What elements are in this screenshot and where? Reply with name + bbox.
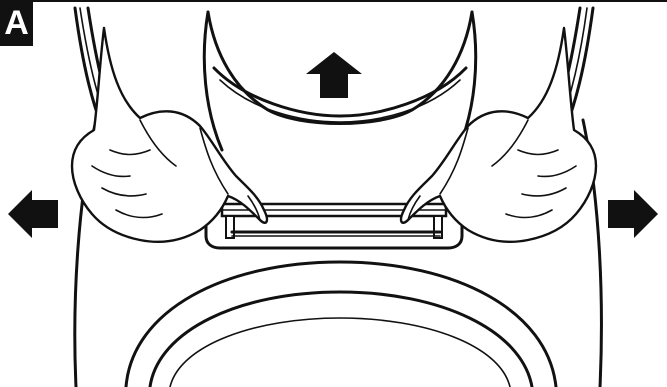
toilet-bowl [73,118,603,387]
arrow-right-icon [608,190,658,238]
toilet-seat [202,10,478,152]
arrow-up-icon [306,52,362,98]
step-label: A [0,0,33,46]
hinge-plate [204,198,464,250]
right-hand [399,26,598,244]
left-hand [70,26,269,244]
top-border [0,0,667,2]
arrow-left-icon [8,190,58,238]
